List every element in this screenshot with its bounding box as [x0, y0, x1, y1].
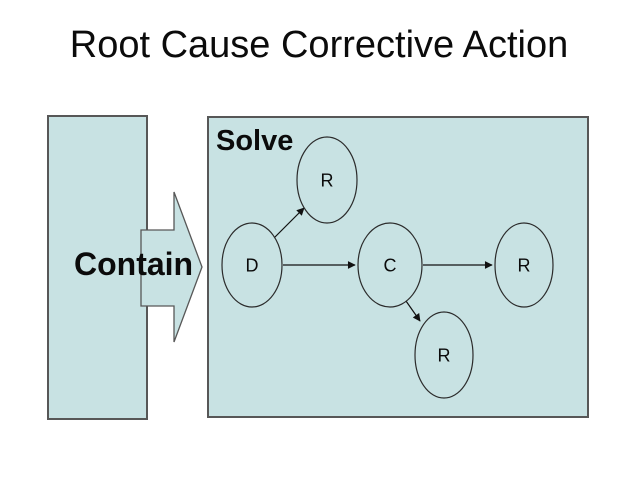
- slide-title: Root Cause Corrective Action: [69, 24, 569, 66]
- node-r-bottom: [414, 311, 474, 399]
- node-r-top: [296, 136, 358, 224]
- solve-label: Solve: [216, 125, 294, 157]
- node-r-right-label: R: [518, 256, 531, 276]
- node-r-right: [494, 222, 554, 308]
- contain-to-solve-block-arrow: [140, 191, 203, 343]
- edge-d-to-r-top: [272, 207, 305, 240]
- node-d: [221, 222, 283, 308]
- node-d-label: D: [246, 256, 259, 276]
- contain-label: Contain: [74, 246, 194, 282]
- node-c-label: C: [384, 256, 397, 276]
- edge-c-to-r-bottom: [405, 300, 421, 322]
- node-r-bottom-label: R: [438, 346, 451, 366]
- contain-box: [47, 115, 148, 420]
- node-r-top-label: R: [321, 171, 334, 191]
- node-c: [357, 222, 423, 308]
